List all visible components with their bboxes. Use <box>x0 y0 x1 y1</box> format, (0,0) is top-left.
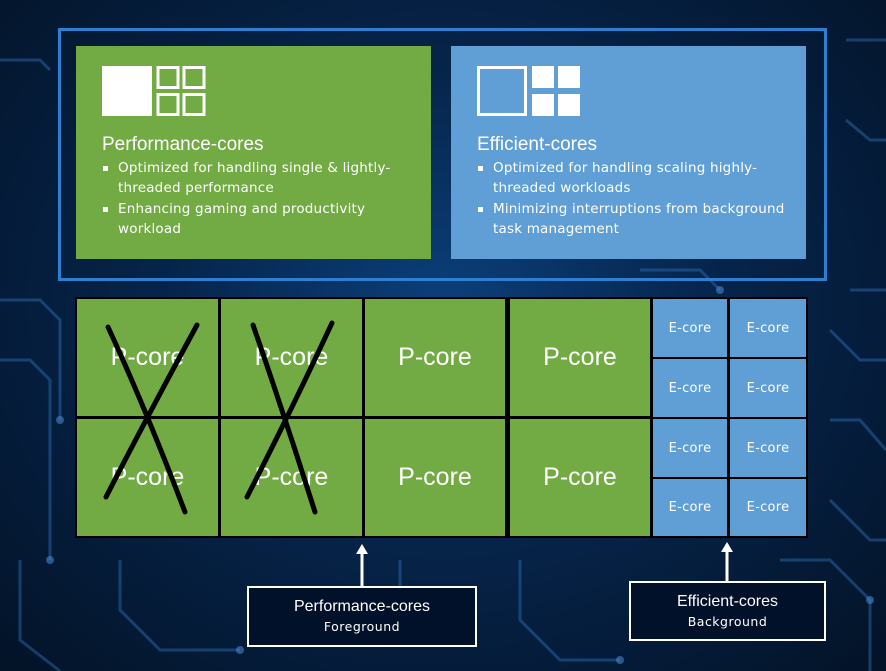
p-core-label: P-core <box>543 343 617 371</box>
e-core-label: E-core <box>746 440 790 456</box>
p-core-tile: P-core <box>509 418 651 537</box>
performance-cores-callout: Performance-cores Foreground <box>247 586 477 647</box>
performance-cores-bullets: Optimized for handling single & lightly-… <box>102 158 412 240</box>
p-core-label: P-core <box>110 463 185 491</box>
efficient-cores-bullets: Optimized for handling scaling highly-th… <box>477 158 787 240</box>
e-core-tile: E-core <box>653 419 727 477</box>
e-core-label: E-core <box>668 380 712 396</box>
p-core-label: P-core <box>254 463 329 491</box>
p-core-tile: P-core <box>76 418 219 537</box>
performance-cores-icon <box>102 66 206 116</box>
e-core-tile: E-core <box>730 299 806 357</box>
e-core-label: E-core <box>668 320 712 336</box>
callout-title: Performance-cores <box>293 598 431 615</box>
e-core-tile: E-core <box>730 359 806 417</box>
e-core-label: E-core <box>746 320 790 336</box>
performance-cores-title: Performance-cores <box>102 134 264 155</box>
p-core-label: P-core <box>110 343 185 371</box>
callout-subtitle: Foreground <box>323 619 401 634</box>
p-core-tile: P-core <box>76 298 219 417</box>
callout-subtitle: Background <box>687 614 768 629</box>
bullet-item: Optimized for handling scaling highly-th… <box>477 158 787 198</box>
callout-title: Efficient-cores <box>676 593 779 610</box>
p-core-tile: P-core <box>364 418 506 537</box>
bullet-item: Minimizing interruptions from background… <box>477 199 787 239</box>
p-core-label: P-core <box>398 463 472 491</box>
efficient-cores-icon <box>477 66 580 116</box>
e-core-tile: E-core <box>653 299 727 357</box>
core-grid: P-core P-core P-core P-core P-core P-cor… <box>75 297 808 538</box>
e-core-label: E-core <box>668 500 712 515</box>
efficient-cores-card: Efficient-cores Optimized for handling s… <box>451 46 806 259</box>
efficient-cores-title: Efficient-cores <box>477 134 598 155</box>
bullet-item: Enhancing gaming and productivity worklo… <box>102 199 412 239</box>
p-core-tile: P-core <box>220 418 363 537</box>
arrow-up-icon <box>356 544 368 588</box>
arrow-up-icon <box>721 542 733 582</box>
efficient-cores-callout: Efficient-cores Background <box>629 581 826 641</box>
p-core-tile: P-core <box>220 298 363 417</box>
p-core-tile: P-core <box>509 298 651 417</box>
e-core-tile: E-core <box>653 479 727 536</box>
p-core-label: P-core <box>398 343 472 371</box>
e-core-tile: E-core <box>730 479 806 536</box>
performance-cores-card: Performance-cores Optimized for handling… <box>76 46 431 259</box>
e-core-label: E-core <box>668 440 712 456</box>
e-core-tile: E-core <box>730 419 806 477</box>
p-core-label: P-core <box>254 343 329 371</box>
e-core-label: E-core <box>746 500 790 515</box>
e-core-label: E-core <box>746 380 790 396</box>
p-core-tile: P-core <box>364 298 506 417</box>
e-core-tile: E-core <box>653 359 727 417</box>
bullet-item: Optimized for handling single & lightly-… <box>102 158 412 198</box>
p-core-label: P-core <box>543 463 617 491</box>
cores-overview-frame <box>58 28 827 281</box>
